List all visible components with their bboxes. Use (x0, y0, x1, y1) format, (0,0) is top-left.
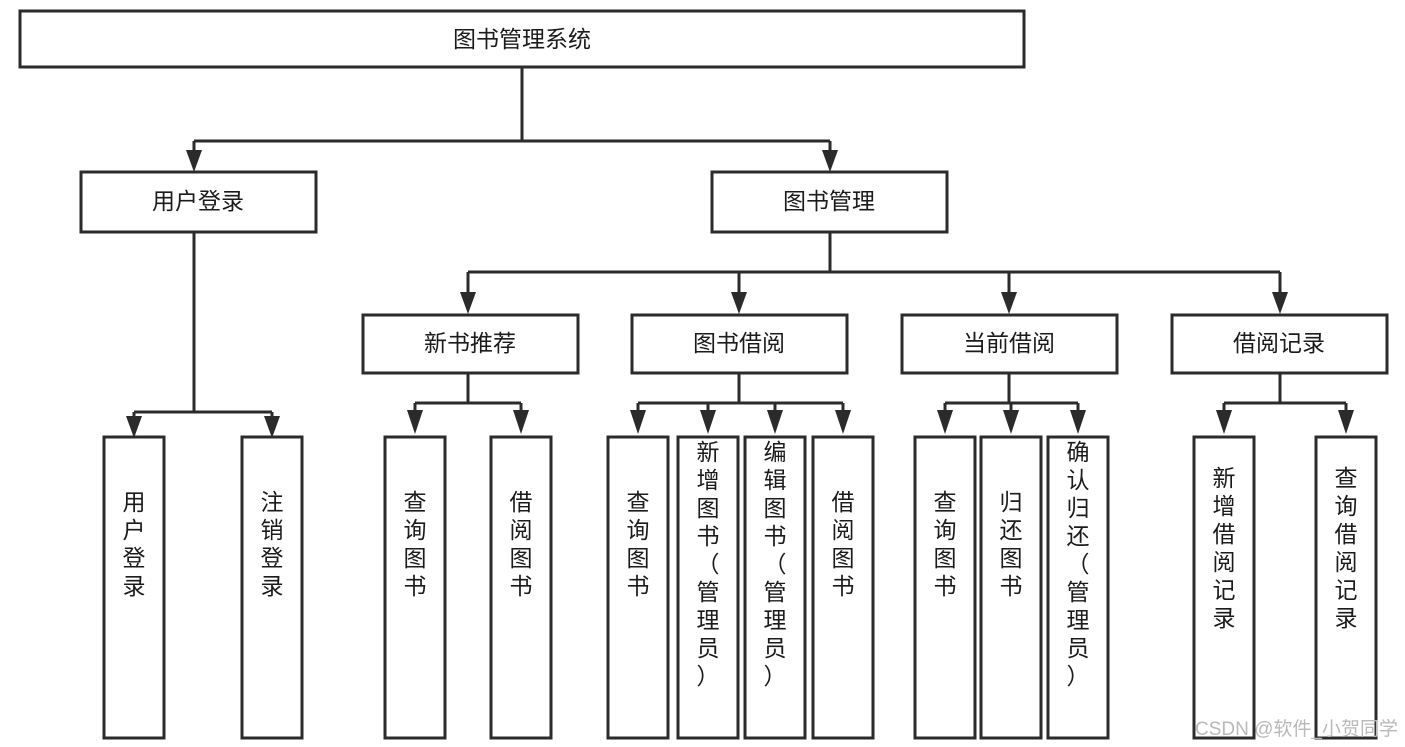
node-book-borrow-box[interactable] (630, 313, 849, 375)
node-user-login-label: 用户登录 (152, 188, 244, 214)
node-current-borrow-box[interactable] (900, 313, 1119, 375)
node-leaf-query-book-3-box[interactable] (913, 435, 977, 740)
node-current-borrow[interactable]: 当前借阅 (900, 313, 1119, 375)
node-leaf-query-book-2-label: 查询图书 (627, 489, 650, 599)
node-book-manage[interactable]: 图书管理 (710, 170, 949, 234)
node-leaf-return-book-box[interactable] (979, 435, 1043, 740)
node-borrow-record-label: 借阅记录 (1233, 330, 1325, 356)
node-user-login-box[interactable] (79, 170, 318, 234)
node-leaf-query-book-1-box[interactable] (383, 435, 447, 740)
arrow-head-leaf-return-book (1003, 410, 1019, 434)
node-leaf-borrow-book-2-label: 借阅图书 (832, 489, 855, 599)
node-leaf-edit-book[interactable]: 编辑图书（管理员） (743, 435, 807, 740)
node-borrow-record[interactable]: 借阅记录 (1170, 313, 1389, 375)
node-root-box[interactable] (18, 9, 1026, 69)
node-leaf-add-record-box[interactable] (1192, 435, 1256, 740)
arrow-head-book-borrow (731, 292, 747, 314)
node-leaf-return-book[interactable]: 归还图书 (979, 435, 1043, 740)
node-leaf-user-logout[interactable]: 注销登录 (240, 435, 304, 740)
arrow-head-user-login (186, 150, 202, 172)
node-leaf-add-book-box[interactable] (676, 435, 740, 740)
node-root-label: 图书管理系统 (453, 26, 591, 52)
node-new-book-recommend-label: 新书推荐 (424, 330, 516, 356)
node-leaf-add-book-label: 新增图书（管理员） (697, 439, 720, 689)
node-borrow-record-box[interactable] (1170, 313, 1389, 375)
node-book-borrow[interactable]: 图书借阅 (630, 313, 849, 375)
connector-group-current-borrow (937, 373, 1086, 434)
connector-group-borrow-record (1216, 373, 1354, 434)
node-leaf-return-book-label: 归还图书 (1000, 489, 1023, 599)
arrow-head-leaf-query-book-1 (407, 410, 423, 434)
node-leaf-borrow-book-1-label: 借阅图书 (510, 489, 533, 599)
node-leaf-query-record-label: 查询借阅记录 (1335, 465, 1358, 631)
arrow-head-leaf-query-record (1338, 410, 1354, 434)
arrow-head-new-book-recommend (460, 292, 476, 314)
node-leaf-edit-book-label: 编辑图书（管理员） (764, 439, 787, 689)
node-leaf-confirm-return[interactable]: 确认归还（管理员） (1046, 435, 1110, 740)
node-leaf-add-record[interactable]: 新增借阅记录 (1192, 435, 1256, 740)
arrow-head-leaf-confirm-return (1070, 410, 1086, 434)
arrow-head-leaf-user-logout (264, 416, 280, 438)
node-new-book-recommend[interactable]: 新书推荐 (361, 313, 580, 375)
node-leaf-user-login-label: 用户登录 (123, 489, 146, 599)
node-leaf-add-record-label: 新增借阅记录 (1213, 465, 1236, 631)
connector-group-user-login (126, 232, 280, 438)
arrow-head-borrow-record (1272, 292, 1288, 314)
arrow-head-leaf-borrow-book-2 (835, 410, 851, 434)
arrow-head-leaf-query-book-3 (937, 410, 953, 434)
arrow-head-leaf-add-book (700, 410, 716, 434)
node-leaf-edit-book-box[interactable] (743, 435, 807, 740)
connector-group-new-book-recommend (407, 373, 529, 434)
node-leaf-query-book-1[interactable]: 查询图书 (383, 435, 447, 740)
node-leaf-borrow-book-2-box[interactable] (811, 435, 875, 740)
arrow-head-book-manage (822, 150, 838, 172)
node-leaf-borrow-book-1[interactable]: 借阅图书 (489, 435, 553, 740)
arrow-head-leaf-edit-book (767, 410, 783, 434)
csdn-watermark: CSDN @软件_小贺同学 (1195, 718, 1398, 740)
arrow-head-current-borrow (1001, 292, 1017, 314)
node-new-book-recommend-box[interactable] (361, 313, 580, 375)
node-book-borrow-label: 图书借阅 (693, 330, 785, 356)
node-leaf-query-book-3-label: 查询图书 (934, 489, 957, 599)
arrow-head-leaf-add-record (1216, 410, 1232, 434)
node-leaf-query-book-3[interactable]: 查询图书 (913, 435, 977, 740)
node-leaf-query-record-box[interactable] (1314, 435, 1378, 740)
arrow-head-leaf-user-login (126, 416, 142, 438)
connector-group-book-manage (460, 232, 1288, 314)
node-root[interactable]: 图书管理系统 (18, 9, 1026, 69)
node-leaf-query-book-2-box[interactable] (606, 435, 670, 740)
node-book-manage-box[interactable] (710, 170, 949, 234)
node-leaf-query-record[interactable]: 查询借阅记录 (1314, 435, 1378, 740)
node-leaf-query-book-2[interactable]: 查询图书 (606, 435, 670, 740)
node-leaf-add-book[interactable]: 新增图书（管理员） (676, 435, 740, 740)
arrow-head-leaf-borrow-book-1 (513, 410, 529, 434)
node-leaf-borrow-book-1-box[interactable] (489, 435, 553, 740)
connector-group-root (186, 67, 838, 172)
node-leaf-user-login[interactable]: 用户登录 (102, 435, 166, 740)
node-current-borrow-label: 当前借阅 (963, 330, 1055, 356)
node-leaf-query-book-1-label: 查询图书 (404, 489, 427, 599)
node-leaf-user-logout-label: 注销登录 (261, 489, 284, 599)
node-leaf-borrow-book-2[interactable]: 借阅图书 (811, 435, 875, 740)
node-user-login[interactable]: 用户登录 (79, 170, 318, 234)
node-leaf-user-login-box[interactable] (102, 435, 166, 740)
connector-group-book-borrow (630, 373, 851, 434)
node-leaf-confirm-return-box[interactable] (1046, 435, 1110, 740)
arrow-head-leaf-query-book-2 (630, 410, 646, 434)
node-leaf-confirm-return-label: 确认归还（管理员） (1067, 439, 1090, 689)
node-leaf-user-logout-box[interactable] (240, 435, 304, 740)
node-book-manage-label: 图书管理 (783, 188, 875, 214)
